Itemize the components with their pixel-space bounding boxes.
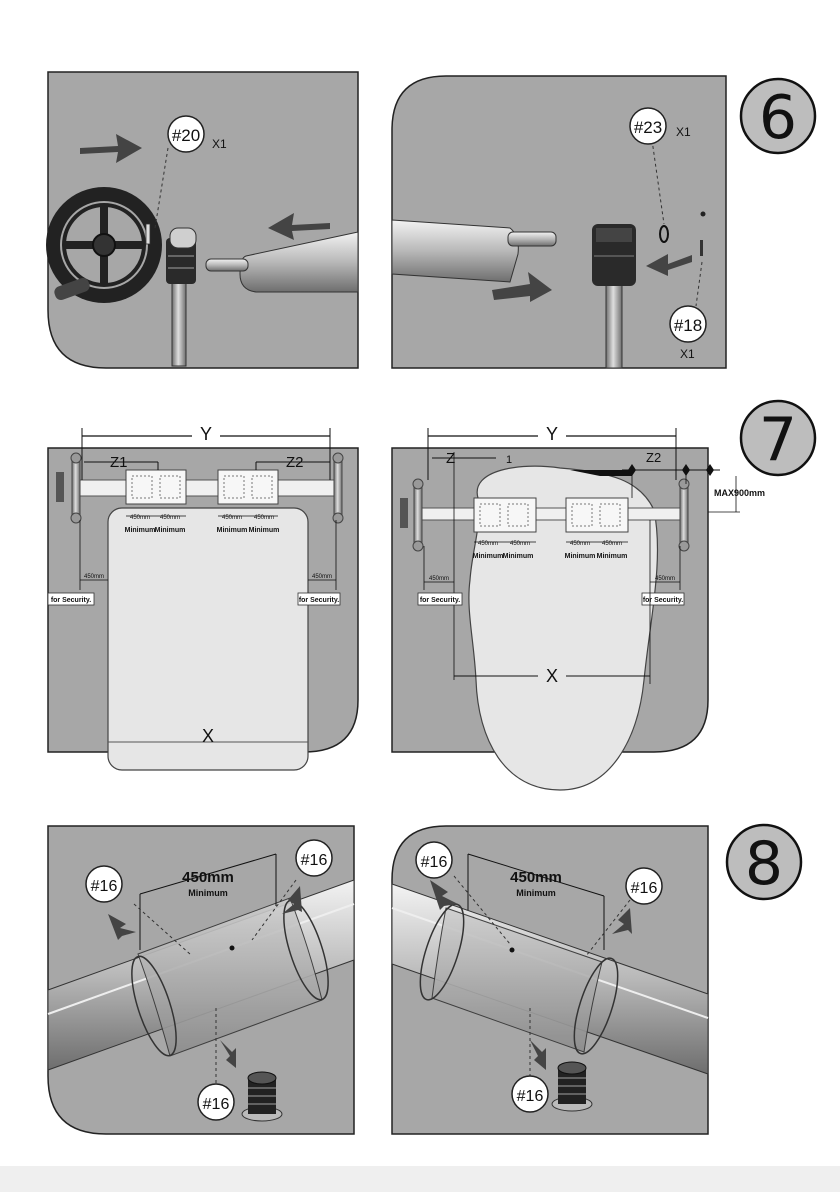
part-16-label: #16 <box>301 852 328 869</box>
end-plug-icon <box>241 1071 283 1122</box>
dim-450-label: 450mm <box>510 541 530 547</box>
arrow-icon <box>108 914 136 940</box>
arrow-icon <box>612 908 632 934</box>
minimum-label: Minimum <box>565 553 596 560</box>
z2-dimension-label: Z2 <box>286 454 304 471</box>
step-7-badge: 7 <box>739 399 817 477</box>
sleeve-minimum-label: Minimum <box>188 888 228 898</box>
part-20-qty: X1 <box>212 137 227 151</box>
minimum-label: Minimum <box>125 527 156 534</box>
sleeve-dim-label: 450mm <box>182 869 234 886</box>
for-security-label: for Security. <box>51 597 91 604</box>
for-security-label: for Security. <box>643 597 683 604</box>
y-dimension-label: Y <box>200 424 212 444</box>
arrow-icon <box>220 1040 236 1068</box>
arrow-left-icon <box>646 254 692 276</box>
x-dimension-label: X <box>546 666 558 686</box>
y-dimension-label: Y <box>546 424 558 444</box>
one-label: 1 <box>506 454 512 466</box>
step-number-6: 6 <box>759 83 797 153</box>
z1-dimension-label: Z1 <box>110 454 128 471</box>
minimum-label: Minimum <box>249 527 280 534</box>
minimum-450-labels: 450mm 450mm 450mm 450mm Minimum Minimum … <box>473 541 628 560</box>
part-16-label: #16 <box>631 880 658 897</box>
security-dim-label: 450mm <box>655 576 675 582</box>
for-security-label: for Security. <box>299 597 339 604</box>
dim-450-label: 450mm <box>160 515 180 521</box>
max-900mm-label: MAX900mm <box>714 488 765 498</box>
security-dim-label: 450mm <box>429 576 449 582</box>
dim-450-label: 450mm <box>254 515 274 521</box>
part-23-qty: X1 <box>676 125 691 139</box>
step-6-left-panel: #20 X1 <box>46 71 359 369</box>
arrow-right-icon <box>80 134 142 163</box>
step-6-right-panel: #23 X1 #18 X1 <box>391 75 727 369</box>
sleeve-minimum-label: Minimum <box>516 888 556 898</box>
minimum-label: Minimum <box>503 553 534 560</box>
part-16-label: #16 <box>91 878 118 895</box>
sleeve-dim-label: 450mm <box>510 869 562 886</box>
page-footer-band <box>0 1166 840 1192</box>
minimum-label: Minimum <box>217 527 248 534</box>
step-number-8: 8 <box>745 829 783 899</box>
minimum-label: Minimum <box>155 527 186 534</box>
arrow-right-icon <box>492 272 552 302</box>
x-dimension-label: X <box>202 726 214 746</box>
part-16-label: #16 <box>421 854 448 871</box>
for-security-label: for Security. <box>420 597 460 604</box>
arrow-icon <box>430 880 458 910</box>
part-20-label: #20 <box>172 126 200 145</box>
part-16-label: #16 <box>203 1096 230 1113</box>
step-8-left-panel: 450mm Minimum #16 #16 #16 <box>47 825 355 1135</box>
step-7-right-panel: Y Z 1 Z2 MAX900mm 450mm 450mm 450mm 450m… <box>391 424 765 791</box>
security-dim-label: 450mm <box>84 574 104 580</box>
hand-wheel <box>46 187 162 303</box>
dim-450-label: 450mm <box>602 541 622 547</box>
part-18-label: #18 <box>674 316 702 335</box>
z2-dimension-label: Z2 <box>646 450 661 465</box>
step-8-badge: 8 <box>725 823 803 901</box>
part-18-qty: X1 <box>680 347 695 361</box>
security-dim-label: 450mm <box>312 574 332 580</box>
arrow-icon <box>282 886 302 914</box>
step-8-right-panel: 450mm Minimum #16 #16 #16 <box>391 825 709 1135</box>
z-dimension-label: Z <box>446 450 455 467</box>
dim-450-label: 450mm <box>222 515 242 521</box>
arrow-left-icon <box>268 213 330 240</box>
minimum-label: Minimum <box>597 553 628 560</box>
dim-450-label: 450mm <box>478 541 498 547</box>
minimum-450-labels: 450mm 450mm 450mm 450mm Minimum Minimum … <box>125 515 280 534</box>
step-7-left-panel: Y Z1 Z2 450mm 450mm 450mm 450mm Minimum … <box>47 424 359 771</box>
part-16-label: #16 <box>517 1088 544 1105</box>
step-6-badge: 6 <box>739 77 817 155</box>
dim-450-label: 450mm <box>130 515 150 521</box>
end-plug-icon <box>551 1061 593 1112</box>
part-23-label: #23 <box>634 118 662 137</box>
dim-450-label: 450mm <box>570 541 590 547</box>
arrow-icon <box>530 1040 546 1070</box>
step-number-7: 7 <box>759 405 797 475</box>
minimum-label: Minimum <box>473 553 504 560</box>
